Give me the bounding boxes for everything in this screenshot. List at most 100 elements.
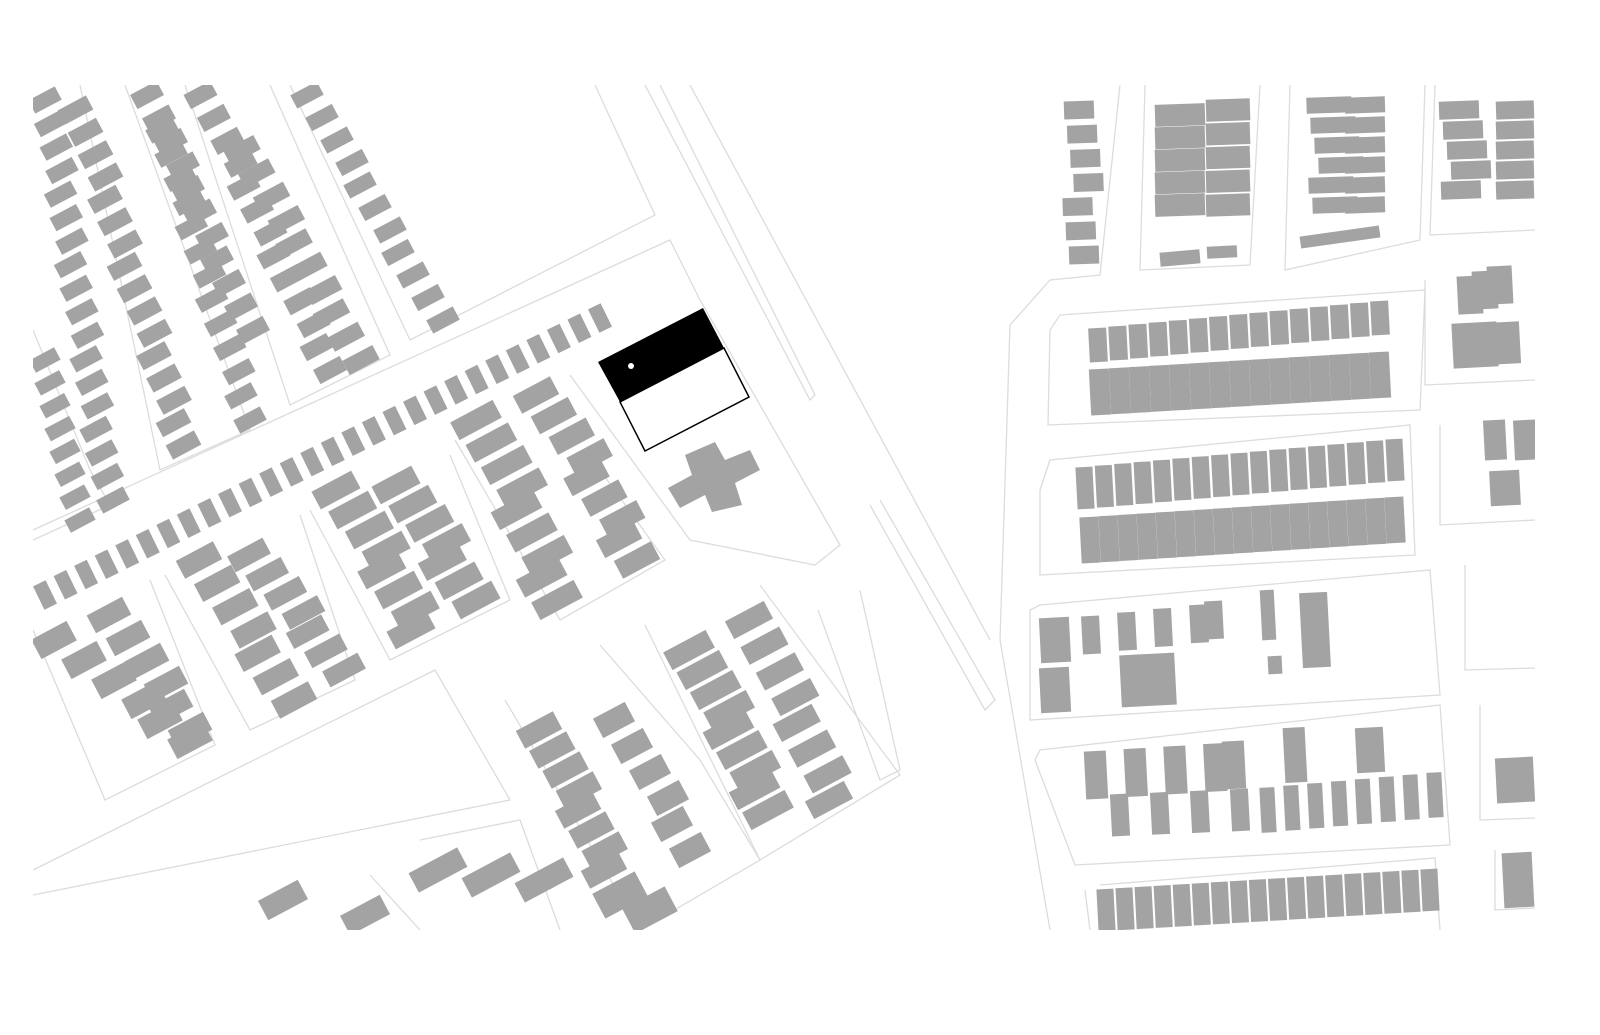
building xyxy=(1385,438,1405,482)
building xyxy=(304,274,343,306)
building xyxy=(408,847,468,893)
cross-shaped-building xyxy=(668,442,760,512)
building xyxy=(1289,308,1310,344)
building xyxy=(116,274,153,304)
building xyxy=(1267,877,1288,921)
building xyxy=(381,238,415,267)
building xyxy=(1259,787,1277,833)
building xyxy=(257,879,309,921)
building xyxy=(676,649,729,691)
building xyxy=(200,245,234,274)
building xyxy=(490,489,543,531)
building xyxy=(1075,466,1095,510)
building xyxy=(703,689,756,731)
building xyxy=(313,355,347,385)
building xyxy=(270,681,318,719)
building xyxy=(1153,608,1173,647)
building xyxy=(1210,881,1230,925)
building xyxy=(299,332,334,362)
building xyxy=(1108,367,1132,415)
building xyxy=(1401,869,1421,913)
building xyxy=(1344,116,1386,134)
building xyxy=(224,292,258,321)
building xyxy=(451,580,501,620)
building xyxy=(212,333,247,362)
building xyxy=(1512,419,1535,461)
building xyxy=(423,385,448,415)
building xyxy=(405,503,455,543)
building xyxy=(1366,440,1386,484)
building xyxy=(1354,778,1373,825)
building xyxy=(689,669,742,711)
building xyxy=(143,665,189,703)
building xyxy=(90,462,125,491)
building xyxy=(1438,100,1480,120)
building xyxy=(84,439,119,467)
building xyxy=(245,556,290,592)
building xyxy=(322,652,366,688)
building xyxy=(1344,96,1386,114)
building xyxy=(581,479,628,517)
building xyxy=(130,85,164,110)
building xyxy=(328,490,378,530)
building xyxy=(521,534,574,576)
building xyxy=(1070,148,1101,168)
building xyxy=(238,158,276,189)
building xyxy=(1368,351,1392,399)
building xyxy=(1109,793,1131,837)
building xyxy=(465,422,518,463)
building xyxy=(1212,507,1235,555)
building xyxy=(91,660,137,700)
building xyxy=(33,620,77,660)
building xyxy=(548,417,595,455)
building xyxy=(1248,358,1272,406)
building xyxy=(531,579,583,621)
building xyxy=(1259,589,1277,641)
building xyxy=(183,85,218,110)
building xyxy=(1065,221,1097,241)
building xyxy=(1344,136,1386,154)
building xyxy=(1094,464,1114,508)
building xyxy=(771,677,820,717)
building xyxy=(434,561,484,601)
building xyxy=(1269,449,1289,492)
building xyxy=(54,461,86,488)
building xyxy=(33,580,57,610)
building xyxy=(303,633,348,669)
building xyxy=(1344,873,1364,917)
building xyxy=(154,140,188,168)
building xyxy=(496,467,549,508)
building xyxy=(1066,124,1098,144)
building xyxy=(388,484,438,524)
site-footprint-roof xyxy=(598,308,724,402)
building xyxy=(1307,782,1325,829)
building xyxy=(77,140,114,170)
building xyxy=(1365,497,1387,545)
building xyxy=(156,385,192,415)
building xyxy=(166,151,200,180)
building xyxy=(1308,501,1330,549)
building xyxy=(290,251,328,282)
building xyxy=(1206,245,1238,259)
building xyxy=(1038,616,1072,664)
building xyxy=(1154,170,1206,195)
building xyxy=(1208,315,1229,351)
building xyxy=(163,164,197,192)
building xyxy=(1450,160,1492,180)
building xyxy=(1193,509,1216,556)
building xyxy=(136,341,172,371)
building xyxy=(668,831,712,869)
building xyxy=(135,528,160,559)
building xyxy=(49,438,81,465)
building xyxy=(1152,459,1173,503)
building xyxy=(107,229,143,259)
building xyxy=(361,416,386,446)
building xyxy=(382,405,407,436)
building xyxy=(1328,353,1352,401)
building xyxy=(580,851,628,889)
building xyxy=(450,399,502,441)
building xyxy=(57,95,94,125)
building xyxy=(1068,245,1100,265)
building xyxy=(87,184,123,214)
building xyxy=(312,298,351,329)
